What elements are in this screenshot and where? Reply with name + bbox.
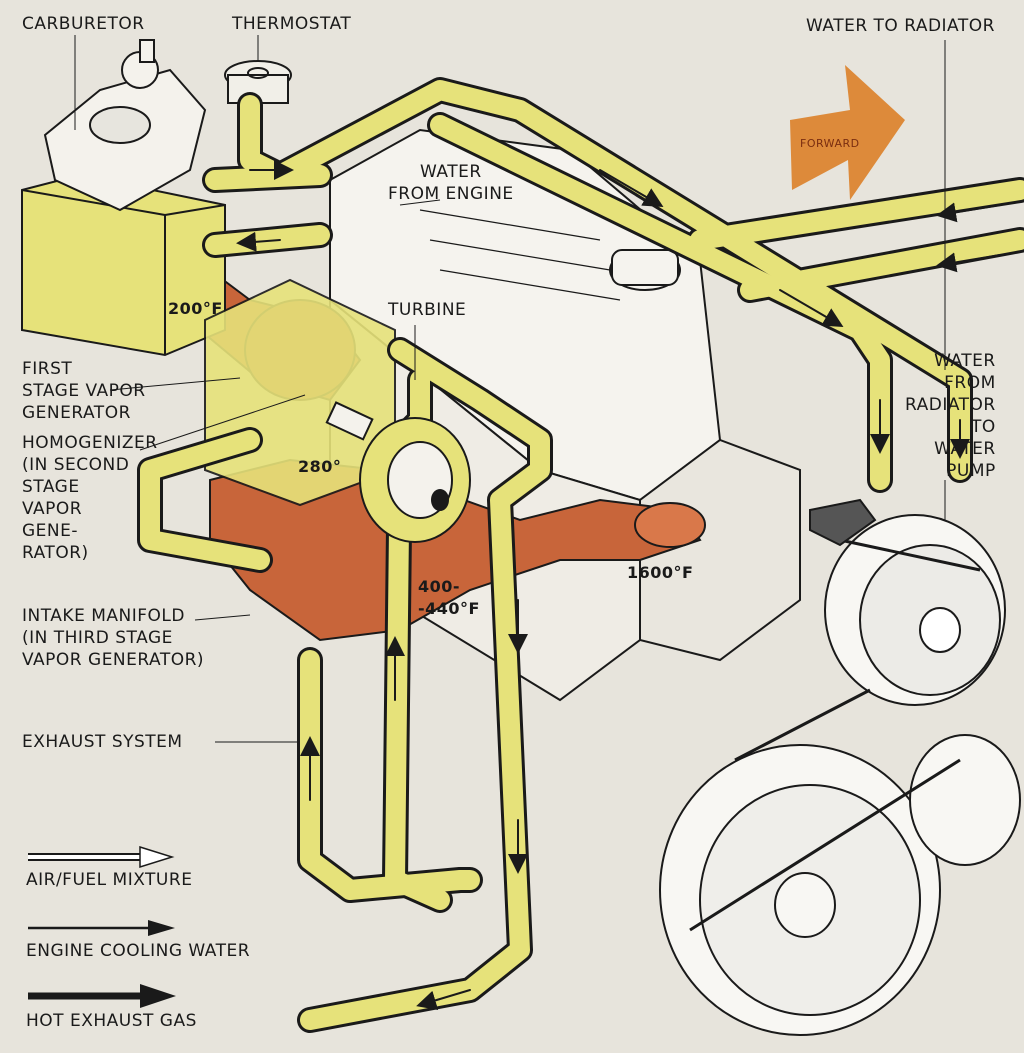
label-carburetor: CARBURETOR: [22, 14, 145, 34]
label-water-from-radiator: WATER FROM RADIATOR TO WATER PUMP: [905, 351, 996, 481]
label-thermostat: THERMOSTAT: [232, 14, 352, 34]
carburetor: [43, 39, 207, 212]
temp-200f: 200°F: [168, 299, 223, 318]
leader-lines: [74, 35, 946, 743]
label-turbine: TURBINE: [388, 300, 467, 320]
forward-arrow: [790, 65, 905, 200]
legend-arrows: [28, 845, 176, 1008]
legend-thick-arrow: [28, 984, 176, 1008]
label-homogenizer: HOMOGENIZER (IN SECOND STAGE VAPOR GENE-…: [22, 433, 158, 563]
coolant-pipes: [137, 77, 1024, 1033]
legend-hot-exhaust-gas: HOT EXHAUST GAS: [26, 1011, 197, 1031]
label-intake-manifold: INTAKE MANIFOLD (IN THIRD STAGE VAPOR GE…: [22, 606, 205, 670]
legend-thin-arrow: [28, 920, 175, 936]
legend-air-fuel-mixture: AIR/FUEL MIXTURE: [26, 870, 193, 890]
pulley-assembly: [659, 498, 1021, 1036]
label-forward: FORWARD: [800, 137, 860, 150]
label-exhaust-system: EXHAUST SYSTEM: [22, 732, 183, 752]
turbine-housing: [325, 401, 471, 543]
label-water-from-engine: WATER FROM ENGINE: [388, 162, 514, 204]
temp-280: 280°: [298, 457, 342, 476]
temp-400-440f: 400- -440°F: [418, 577, 480, 618]
label-first-stage-vapor-generator: FIRST STAGE VAPOR GENERATOR: [22, 359, 146, 423]
label-water-to-radiator: WATER TO RADIATOR: [806, 16, 995, 36]
temp-1600f: 1600°F: [627, 563, 694, 582]
legend-outline-arrow: [28, 845, 175, 869]
legend-engine-cooling-water: ENGINE COOLING WATER: [26, 941, 251, 961]
